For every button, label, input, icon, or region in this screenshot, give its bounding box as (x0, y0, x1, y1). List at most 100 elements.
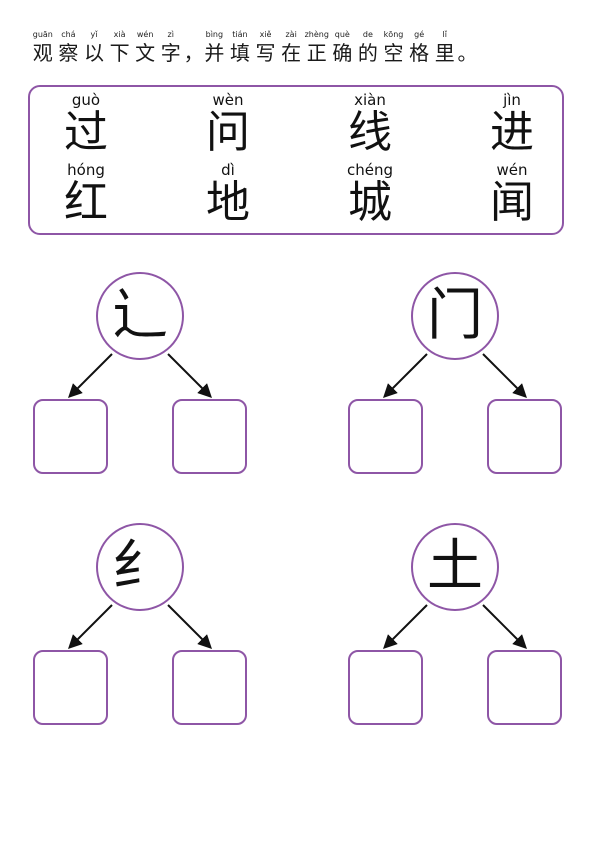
hanzi: 红 (64, 177, 108, 228)
pinyin: lǐ (442, 30, 447, 39)
arrow-right (167, 353, 212, 398)
instruction-char: gé 格 (406, 30, 432, 66)
pinyin: de (362, 30, 373, 39)
pinyin: chá (61, 30, 76, 39)
pinyin: zài (285, 30, 297, 39)
radical-circle-si: 纟 (96, 523, 184, 611)
hanzi: 地 (206, 177, 250, 228)
instruction-char: què 确 (330, 30, 356, 66)
hanzi: 观 (32, 41, 53, 65)
hanzi: 确 (332, 41, 353, 65)
hanzi: 以 (83, 41, 104, 65)
pinyin: xiě (259, 30, 272, 39)
hanzi: 问 (206, 107, 250, 158)
pinyin: què (334, 30, 350, 39)
instruction-char: zài 在 (278, 30, 304, 66)
radical-circle-tu: 土 (411, 523, 499, 611)
instruction-char: chá 察 (56, 30, 82, 66)
hanzi: 字 (160, 41, 181, 65)
arrow-left (383, 353, 428, 398)
hanzi: 正 (306, 41, 327, 65)
instruction-char: zhèng 正 (304, 30, 330, 66)
pinyin: kōng (383, 30, 404, 39)
hanzi: 下 (109, 41, 130, 65)
arrow-left (68, 353, 113, 398)
instruction-line: guān 观 chá 察 yǐ 以 xià 下 wén 文 zì 字 ， bìng 并 tiá… (30, 30, 478, 66)
reference-char: xiàn 线 (330, 91, 410, 157)
answer-box[interactable] (172, 650, 247, 725)
hanzi: 格 (409, 41, 430, 65)
radical-glyph: 门 (427, 283, 483, 348)
hanzi: 线 (348, 107, 392, 158)
reference-char: guò 过 (46, 91, 126, 157)
pinyin: hóng (67, 161, 105, 179)
instruction-char: wén 文 (132, 30, 158, 66)
pinyin: xià (113, 30, 126, 39)
instruction-char: tián 填 (227, 30, 253, 66)
hanzi: 城 (348, 177, 392, 228)
hanzi: 写 (255, 41, 276, 65)
answer-box[interactable] (487, 399, 562, 474)
pinyin: bìng (205, 30, 224, 39)
pinyin: zì (167, 30, 174, 39)
instruction-char: de 的 (355, 30, 381, 66)
pinyin: yǐ (90, 30, 98, 39)
answer-box[interactable] (348, 650, 423, 725)
arrow-right (167, 604, 212, 649)
answer-box[interactable] (172, 399, 247, 474)
instruction-char: kōng 空 (381, 30, 407, 66)
pinyin: xiàn (354, 91, 386, 109)
instruction-char: xià 下 (107, 30, 133, 66)
hanzi: 空 (383, 41, 404, 65)
hanzi: 里 (434, 41, 455, 65)
answer-box[interactable] (348, 399, 423, 474)
pinyin: tián (232, 30, 248, 39)
arrow-right (482, 604, 527, 649)
answer-box[interactable] (487, 650, 562, 725)
reference-char: chéng 城 (330, 161, 410, 227)
punct: 。 (457, 41, 478, 65)
pinyin: wén (136, 30, 154, 39)
pinyin: jìn (503, 91, 521, 109)
reference-char: wèn 问 (188, 91, 268, 157)
reference-char: jìn 进 (472, 91, 552, 157)
radical-glyph: 土 (427, 534, 483, 599)
answer-box[interactable] (33, 399, 108, 474)
reference-char: wén 闻 (472, 161, 552, 227)
instruction-punct: ， (183, 30, 204, 66)
hanzi: 过 (64, 107, 108, 158)
arrow-right (482, 353, 527, 398)
arrow-left (68, 604, 113, 649)
answer-box[interactable] (33, 650, 108, 725)
hanzi: 在 (281, 41, 302, 65)
radical-circle-men: 门 (411, 272, 499, 360)
pinyin: wén (496, 161, 528, 179)
hanzi: 的 (357, 41, 378, 65)
pinyin: chéng (346, 161, 393, 179)
radical-glyph: 辶 (112, 283, 168, 348)
instruction-char: yǐ 以 (81, 30, 107, 66)
hanzi: 察 (58, 41, 79, 65)
pinyin: wèn (212, 91, 244, 109)
hanzi: 文 (135, 41, 156, 65)
arrow-left (383, 604, 428, 649)
pinyin: guò (71, 91, 101, 109)
pinyin: zhèng (304, 30, 329, 39)
hanzi: 并 (204, 41, 225, 65)
reference-char: dì 地 (188, 161, 268, 227)
instruction-char: xiě 写 (253, 30, 279, 66)
instruction-punct: 。 (457, 30, 478, 66)
reference-char: hóng 红 (46, 161, 126, 227)
pinyin: dì (221, 161, 235, 179)
hanzi: 填 (229, 41, 250, 65)
hanzi: 闻 (490, 177, 534, 228)
hanzi: 进 (490, 107, 534, 158)
instruction-char: guān 观 (30, 30, 56, 66)
pinyin: gé (414, 30, 425, 39)
punct: ， (183, 41, 204, 65)
instruction-char: zì 字 (158, 30, 184, 66)
radical-glyph: 纟 (112, 534, 168, 599)
instruction-char: lǐ 里 (432, 30, 458, 66)
pinyin: guān (32, 30, 53, 39)
reference-characters-box: guò 过 wèn 问 xiàn 线 jìn 进 hóng 红 dì 地 ché… (28, 85, 564, 235)
